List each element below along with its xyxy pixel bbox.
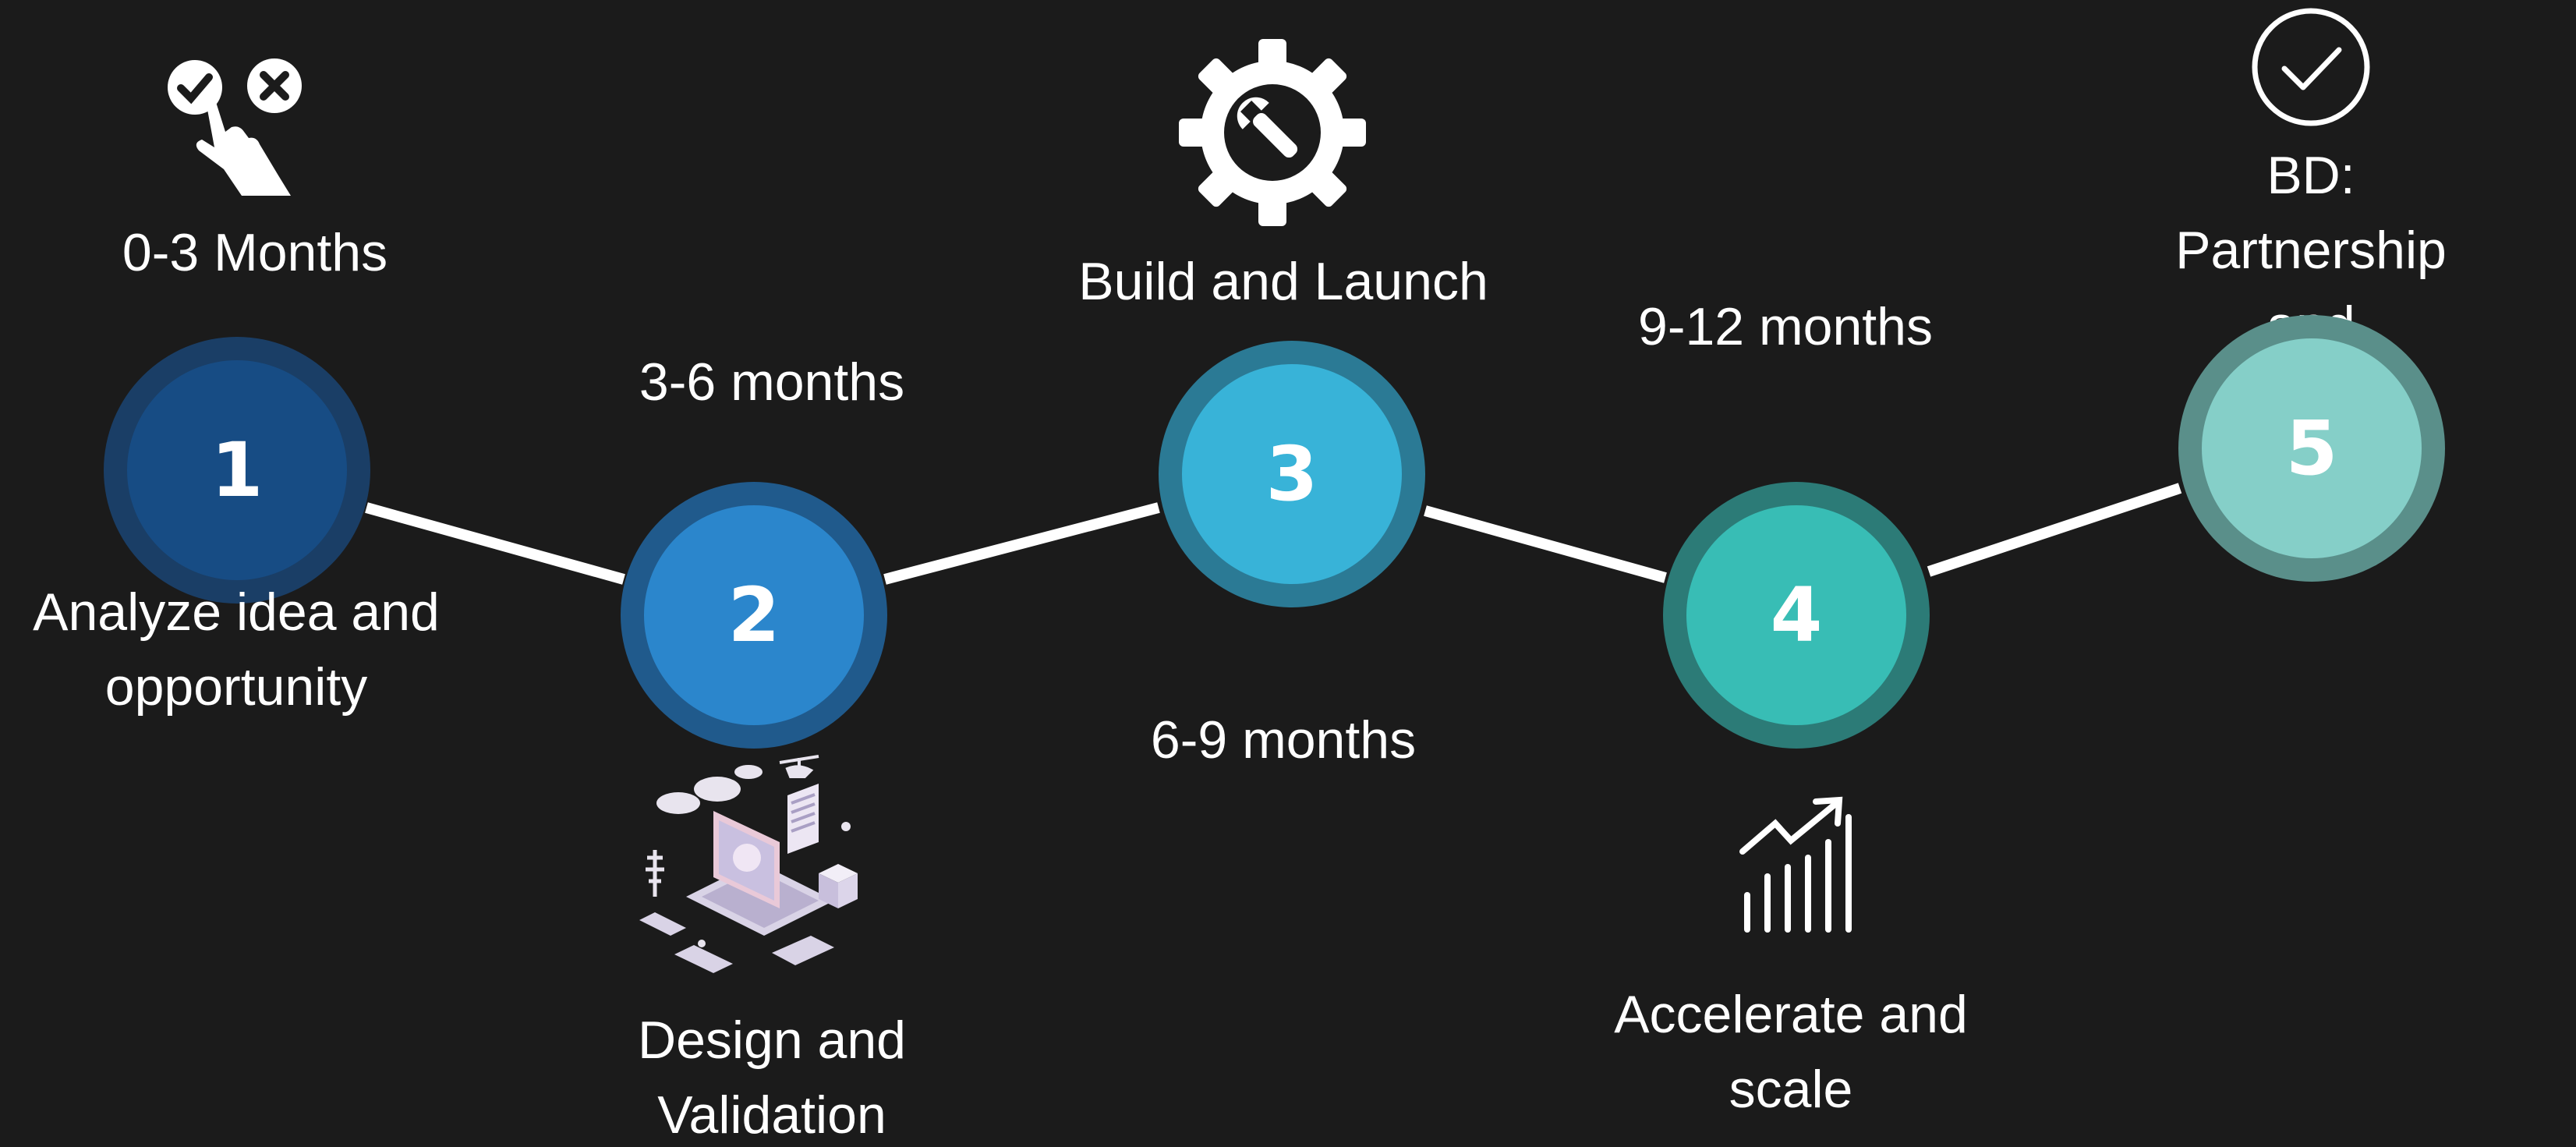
growth-bar-chart-icon: [1735, 795, 1867, 936]
step-2-title: Design and Validation: [637, 1011, 907, 1145]
step-1-period: 0-3 Months: [122, 223, 388, 282]
step-4-period: 9-12 months: [1638, 297, 1933, 356]
gear-wrench-icon: [1179, 39, 1366, 226]
connector-2-3: [883, 502, 1160, 585]
step-3-node: 3: [1159, 341, 1425, 607]
connector-3-4: [1424, 505, 1667, 583]
step-3-title: Build and Launch: [1078, 252, 1488, 311]
step-1-number: 1: [127, 360, 347, 580]
step-3-number: 3: [1182, 364, 1402, 584]
check-circle-icon: [2250, 6, 2372, 128]
step-1-node: 1: [104, 337, 370, 604]
step-4-node: 4: [1663, 482, 1930, 749]
step-2-node: 2: [621, 482, 887, 749]
step-1-title: Analyze idea and opportunity: [33, 582, 440, 717]
connector-1-2: [365, 502, 625, 585]
connector-4-5: [1927, 483, 2182, 577]
step-2-number: 2: [644, 505, 864, 725]
step-2-period: 3-6 months: [639, 352, 905, 412]
isometric-laptop-workspace-illustration: [632, 741, 873, 975]
check-cross-pointer-icon: [160, 51, 316, 199]
step-3-period: 6-9 months: [1150, 710, 1417, 770]
step-5-node: 5: [2178, 315, 2445, 582]
step-4-title: Accelerate and scale: [1614, 985, 1968, 1119]
step-5-number: 5: [2202, 338, 2422, 558]
step-4-number: 4: [1686, 505, 1906, 725]
